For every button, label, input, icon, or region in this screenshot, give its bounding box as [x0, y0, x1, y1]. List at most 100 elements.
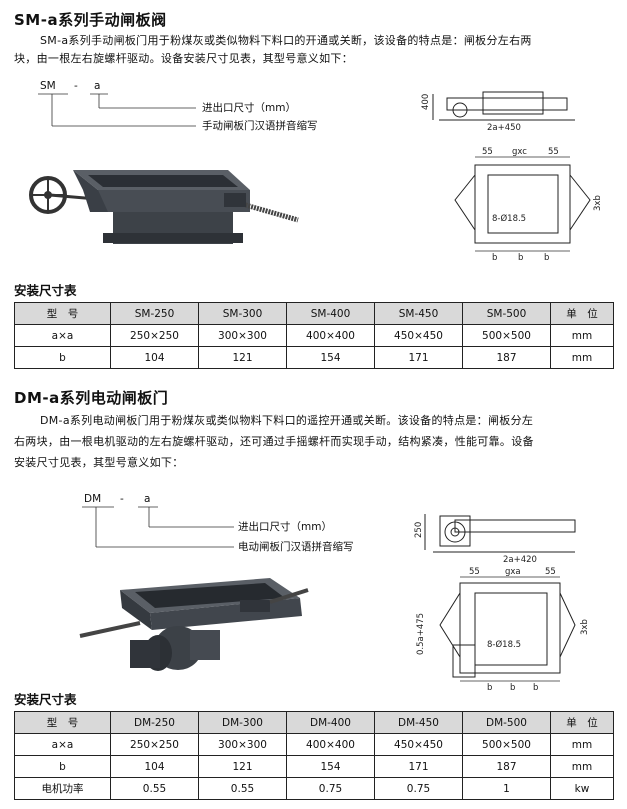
- dm-dim-side: 3xb: [580, 619, 590, 635]
- sm-dim-height: 400: [421, 94, 431, 110]
- dm-dim-top-mid: gxa: [505, 567, 521, 577]
- header-cell: 单 位: [550, 302, 614, 325]
- table-row: b 104 121 154 171 187 mm: [14, 346, 614, 369]
- table-header-row: 型 号 DM-250 DM-300 DM-400 DM-450 DM-500 单…: [14, 711, 614, 734]
- header-cell: SM-450: [374, 302, 463, 325]
- table-cell: 154: [286, 346, 375, 369]
- sm-dim-width: 2a+450: [487, 123, 521, 133]
- dm-table-title: 安装尺寸表: [14, 692, 77, 707]
- sm-model-legend: SM - a 进出口尺寸（mm） 手动闸板门汉语拼音缩写: [28, 78, 368, 138]
- header-cell: 型 号: [14, 711, 111, 734]
- table-cell: mm: [550, 755, 614, 778]
- table-cell: 500×500: [462, 733, 551, 756]
- dm-model-dash: -: [120, 493, 124, 505]
- sm-spec-table: 型 号 SM-250 SM-300 SM-400 SM-450 SM-500 单…: [14, 302, 614, 369]
- header-cell: SM-300: [198, 302, 287, 325]
- header-cell: DM-450: [374, 711, 463, 734]
- table-cell: a×a: [14, 324, 111, 347]
- table-cell: 104: [110, 755, 199, 778]
- header-cell: SM-250: [110, 302, 199, 325]
- table-cell: 400×400: [286, 733, 375, 756]
- header-cell: SM-500: [462, 302, 551, 325]
- table-row: a×a 250×250 300×300 400×400 450×450 500×…: [14, 733, 614, 756]
- table-cell: b: [14, 346, 111, 369]
- table-cell: kw: [550, 777, 614, 800]
- header-cell: DM-300: [198, 711, 287, 734]
- table-cell: 250×250: [110, 324, 199, 347]
- sm-dim-side: 3xb: [593, 195, 603, 211]
- sm-table-title: 安装尺寸表: [14, 283, 77, 298]
- dm-dim-top-right: 55: [545, 567, 556, 577]
- sm-dim-top-left: 55: [482, 147, 493, 157]
- dm-dim-top-left: 55: [469, 567, 480, 577]
- header-cell: 型 号: [14, 302, 111, 325]
- sm-legend-lines: [38, 93, 196, 127]
- dm-desc-line3: 安装尺寸见表，其型号意义如下：: [14, 456, 184, 469]
- table-cell: a×a: [14, 733, 111, 756]
- table-cell: 171: [374, 346, 463, 369]
- dm-title: DM-a系列电动闸板门: [14, 389, 169, 407]
- table-header-row: 型 号 SM-250 SM-300 SM-400 SM-450 SM-500 单…: [14, 302, 614, 325]
- sm-desc-line2: 块，由一根左右旋螺杆驱动。设备安装尺寸见表，其型号意义如下：: [14, 52, 353, 65]
- table-cell: b: [14, 755, 111, 778]
- table-cell: 171: [374, 755, 463, 778]
- sm-side-view-drawing: 400 2a+450: [421, 91, 575, 133]
- sm-desc-line1: SM-a系列手动闸板门用于粉煤灰或类似物料下料口的开通或关断，该设备的特点是：闸…: [40, 34, 532, 47]
- dm-legend-lines: [82, 506, 234, 548]
- table-row: b 104 121 154 171 187 mm: [14, 755, 614, 778]
- sm-title: SM-a系列手动闸板阀: [14, 11, 167, 29]
- dm-model-prefix: DM: [84, 493, 102, 505]
- table-cell: 0.55: [110, 777, 199, 800]
- header-cell: DM-500: [462, 711, 551, 734]
- table-row: a×a 250×250 300×300 400×400 450×450 500×…: [14, 324, 614, 347]
- table-cell: 300×300: [198, 733, 287, 756]
- table-cell: mm: [550, 733, 614, 756]
- dm-model-var: a: [144, 493, 151, 505]
- dm-dim-b3: b: [533, 683, 538, 693]
- table-cell: 1: [462, 777, 551, 800]
- dm-side-view-drawing: 250 2a+420: [414, 514, 576, 565]
- table-cell: 450×450: [374, 324, 463, 347]
- dm-legend-size: 进出口尺寸（mm）: [238, 521, 332, 533]
- dm-dim-height: 250: [414, 522, 424, 538]
- sm-model-prefix: SM: [40, 80, 56, 92]
- table-cell: 104: [110, 346, 199, 369]
- dm-spec-table: 型 号 DM-250 DM-300 DM-400 DM-450 DM-500 单…: [14, 711, 614, 800]
- table-cell: 187: [462, 755, 551, 778]
- sm-legend-abbr: 手动闸板门汉语拼音缩写: [202, 120, 318, 132]
- dm-dim-b2: b: [510, 683, 515, 693]
- sm-gate-illustration: [29, 170, 299, 244]
- sm-dim-b3: b: [544, 253, 549, 263]
- sm-dim-top-right: 55: [548, 147, 559, 157]
- sm-dim-holes: 8-Ø18.5: [492, 213, 526, 224]
- table-cell: 187: [462, 346, 551, 369]
- table-cell: 500×500: [462, 324, 551, 347]
- dm-dim-width: 2a+420: [503, 555, 537, 565]
- header-cell: SM-400: [286, 302, 375, 325]
- sm-plan-view-drawing: 55 gxc 55 8-Ø18.5 b b b 3xb: [454, 147, 603, 263]
- dm-plan-view-drawing: 55 gxa 55 8-Ø18.5 b b b 3xb 0.5a+475: [416, 567, 590, 693]
- table-cell: 450×450: [374, 733, 463, 756]
- table-cell: mm: [550, 324, 614, 347]
- dm-desc-line2: 右两块，由一根电机驱动的左右旋螺杆驱动，还可通过手摇螺杆而实现手动，结构紧凑，性…: [14, 435, 534, 448]
- dm-gate-illustration: [79, 578, 309, 671]
- dm-legend-abbr: 电动闸板门汉语拼音缩写: [238, 541, 354, 553]
- header-cell: DM-400: [286, 711, 375, 734]
- dm-model-legend: DM - a 进出口尺寸（mm） 电动闸板门汉语拼音缩写: [78, 491, 418, 557]
- sm-model-var: a: [94, 80, 101, 92]
- table-cell: 121: [198, 346, 287, 369]
- dm-dim-left: 0.5a+475: [416, 613, 426, 655]
- dm-dim-holes: 8-Ø18.5: [487, 639, 521, 650]
- sm-model-dash: -: [74, 80, 78, 92]
- table-cell: 0.75: [374, 777, 463, 800]
- table-row: 电机功率 0.55 0.55 0.75 0.75 1 kw: [14, 777, 614, 800]
- table-cell: 121: [198, 755, 287, 778]
- sm-dim-top-mid: gxc: [512, 147, 527, 157]
- table-cell: 电机功率: [14, 777, 111, 800]
- table-cell: 300×300: [198, 324, 287, 347]
- dm-dim-b1: b: [487, 683, 492, 693]
- sm-legend-size: 进出口尺寸（mm）: [202, 102, 296, 114]
- sm-dim-b1: b: [492, 253, 497, 263]
- table-cell: 0.75: [286, 777, 375, 800]
- table-cell: 154: [286, 755, 375, 778]
